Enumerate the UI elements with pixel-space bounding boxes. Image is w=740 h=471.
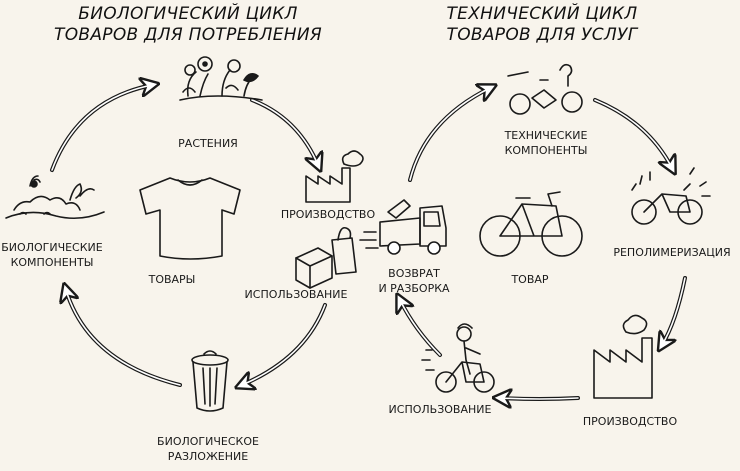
tech-product-label: ТОВАР — [511, 273, 549, 286]
tech-cycle-title: ТЕХНИЧЕСКИЙ ЦИКЛ ТОВАРОВ ДЛЯ УСЛУГ — [446, 4, 637, 46]
bio-arrow-decomposition-to-components — [66, 290, 182, 387]
shopping-bag-icon — [331, 226, 357, 275]
tech-production-label: ПРОИЗВОДСТВО — [582, 415, 678, 428]
bio-cycle-title-line2: ТОВАРОВ ДЛЯ ПОТРЕБЛЕНИЯ — [54, 25, 322, 45]
bio-arrow-plants-to-production — [250, 98, 318, 165]
tech-cycle-title-line2: ТОВАРОВ ДЛЯ УСЛУГ — [446, 25, 638, 45]
tech-use-label: ИСПОЛЬЗОВАНИЕ — [388, 403, 492, 416]
bicycle-icon — [631, 167, 711, 225]
bio-arrow-components-to-plants — [50, 85, 152, 172]
tech-cycle-title-line1: ТЕХНИЧЕСКИЙ ЦИКЛ — [446, 4, 638, 24]
bio-use-label: ИСПОЛЬЗОВАНИЕ — [244, 288, 348, 301]
bio-components-label: БИОЛОГИЧЕСКИЕ КОМПОНЕНТЫ — [1, 241, 103, 269]
child-on-bike-icon — [421, 323, 495, 393]
bio-plants-label: РАСТЕНИЯ — [178, 137, 238, 150]
trash-can-icon — [191, 350, 229, 412]
factory-icon — [593, 314, 653, 399]
plant-sprout-icon — [5, 175, 105, 220]
bio-decomposition-label: БИОЛОГИЧЕСКОЕ РАЗЛОЖЕНИЕ — [157, 435, 259, 463]
bio-cycle-title-line1: БИОЛОГИЧЕСКИЙ ЦИКЛ — [78, 4, 298, 24]
bio-production-label: ПРОИЗВОДСТВО — [280, 208, 376, 221]
tech-repolymerization-label: РЕПОЛИМЕРИЗАЦИЯ — [613, 246, 731, 259]
tech-return-label: ВОЗВРАТ И РАЗБОРКА — [378, 267, 450, 295]
truck-icon — [359, 199, 447, 255]
tech-arrow-return-to-components — [408, 88, 490, 182]
flower-icon — [179, 56, 263, 101]
box-icon — [295, 247, 333, 289]
tech-components-label: ТЕХНИЧЕСКИЕ КОМПОНЕНТЫ — [504, 129, 588, 157]
bio-goods-label: ТОВАРЫ — [148, 273, 196, 286]
t-shirt-icon — [139, 177, 241, 260]
bio-arrow-use-to-decomposition — [242, 303, 327, 385]
factory-icon — [305, 150, 364, 203]
bicycle-parts-icon — [507, 63, 583, 115]
tech-arrow-components-to-repolymerization — [593, 98, 672, 168]
bicycle-icon — [479, 191, 583, 257]
tech-arrow-use-to-return — [400, 300, 442, 357]
tech-arrow-repolymerization-to-production — [662, 276, 687, 345]
bio-cycle-title: БИОЛОГИЧЕСКИЙ ЦИКЛ ТОВАРОВ ДЛЯ ПОТРЕБЛЕН… — [54, 4, 322, 46]
